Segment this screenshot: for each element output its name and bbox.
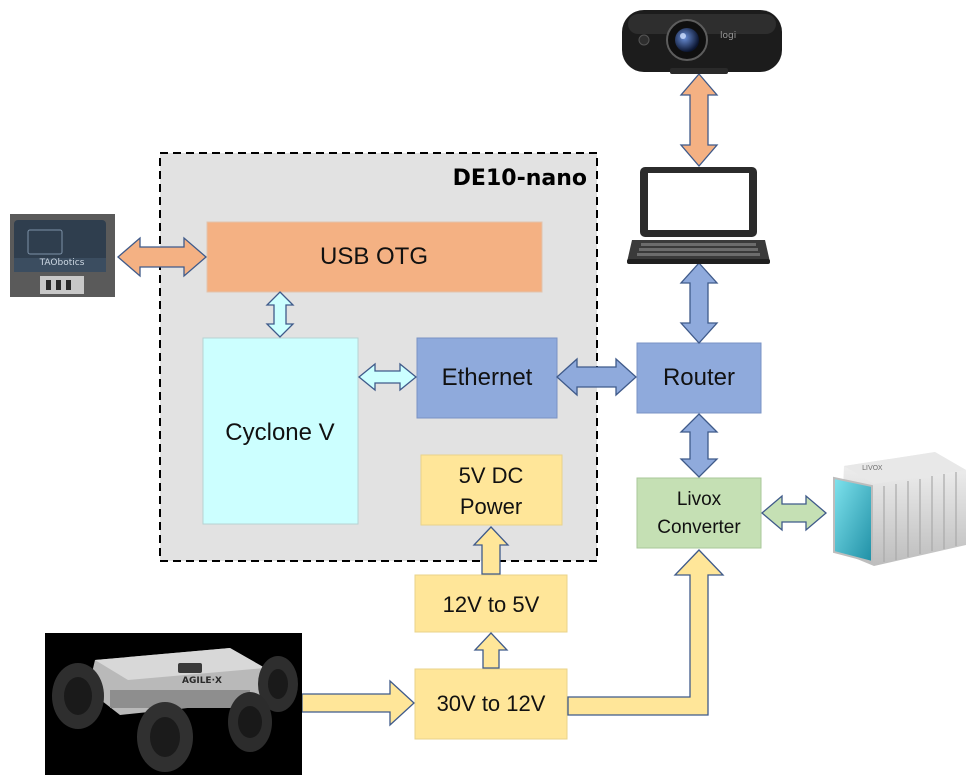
dc-power-label-line1: 5V DC bbox=[459, 463, 524, 488]
lidar-sensor-image: LIVOX bbox=[833, 452, 966, 566]
arrow-30v-to-12v bbox=[473, 632, 509, 669]
livox-converter-label-line2: Converter bbox=[657, 517, 741, 538]
arrow-webcam-laptop bbox=[679, 73, 719, 167]
usb-otg-block: USB OTG bbox=[206, 221, 543, 293]
arrow-livox-lidar bbox=[760, 494, 828, 532]
ethernet-label: Ethernet bbox=[442, 364, 533, 391]
imu-sensor-image: TAObotics bbox=[10, 214, 115, 297]
arrow-laptop-router bbox=[679, 262, 719, 344]
arrow-converter-to-livox bbox=[567, 549, 725, 716]
dc-power-block: 5V DC Power bbox=[420, 454, 563, 526]
livox-converter-block: Livox Converter bbox=[636, 477, 762, 549]
converter-12v-to-5v-block: 12V to 5V bbox=[414, 574, 568, 633]
arrow-ethernet-router bbox=[556, 357, 637, 397]
arrow-imu-usb bbox=[117, 236, 207, 278]
arrow-rover-to-converter bbox=[301, 679, 415, 727]
webcam-image: logi bbox=[622, 10, 782, 74]
dc-power-label-line2: Power bbox=[460, 494, 522, 519]
laptop-image bbox=[627, 167, 770, 264]
webcam-brand-text: logi bbox=[720, 31, 736, 41]
rover-image: AGILE·X bbox=[45, 633, 302, 775]
ethernet-block: Ethernet bbox=[416, 337, 558, 419]
converter-12v-to-5v-label: 12V to 5V bbox=[443, 592, 540, 617]
imu-brand-text: TAObotics bbox=[39, 258, 85, 268]
livox-converter-label-line1: Livox bbox=[677, 489, 722, 510]
arrow-cyclone-ethernet bbox=[357, 362, 418, 392]
router-block: Router bbox=[636, 342, 762, 414]
usb-otg-label: USB OTG bbox=[320, 243, 428, 270]
rover-brand-text: AGILE·X bbox=[182, 676, 222, 686]
converter-30v-to-12v-label: 30V to 12V bbox=[437, 691, 546, 716]
arrow-router-livox bbox=[679, 413, 719, 478]
converter-30v-to-12v-block: 30V to 12V bbox=[414, 668, 568, 740]
arrow-12v-to-dcpower bbox=[472, 526, 510, 575]
cyclone-v-block: Cyclone V bbox=[202, 337, 359, 525]
arrow-usb-cyclone bbox=[265, 291, 295, 338]
router-label: Router bbox=[663, 364, 735, 391]
board-title: DE10-nano bbox=[453, 166, 587, 191]
cyclone-v-label: Cyclone V bbox=[225, 419, 334, 446]
lidar-brand-text: LIVOX bbox=[862, 464, 883, 472]
